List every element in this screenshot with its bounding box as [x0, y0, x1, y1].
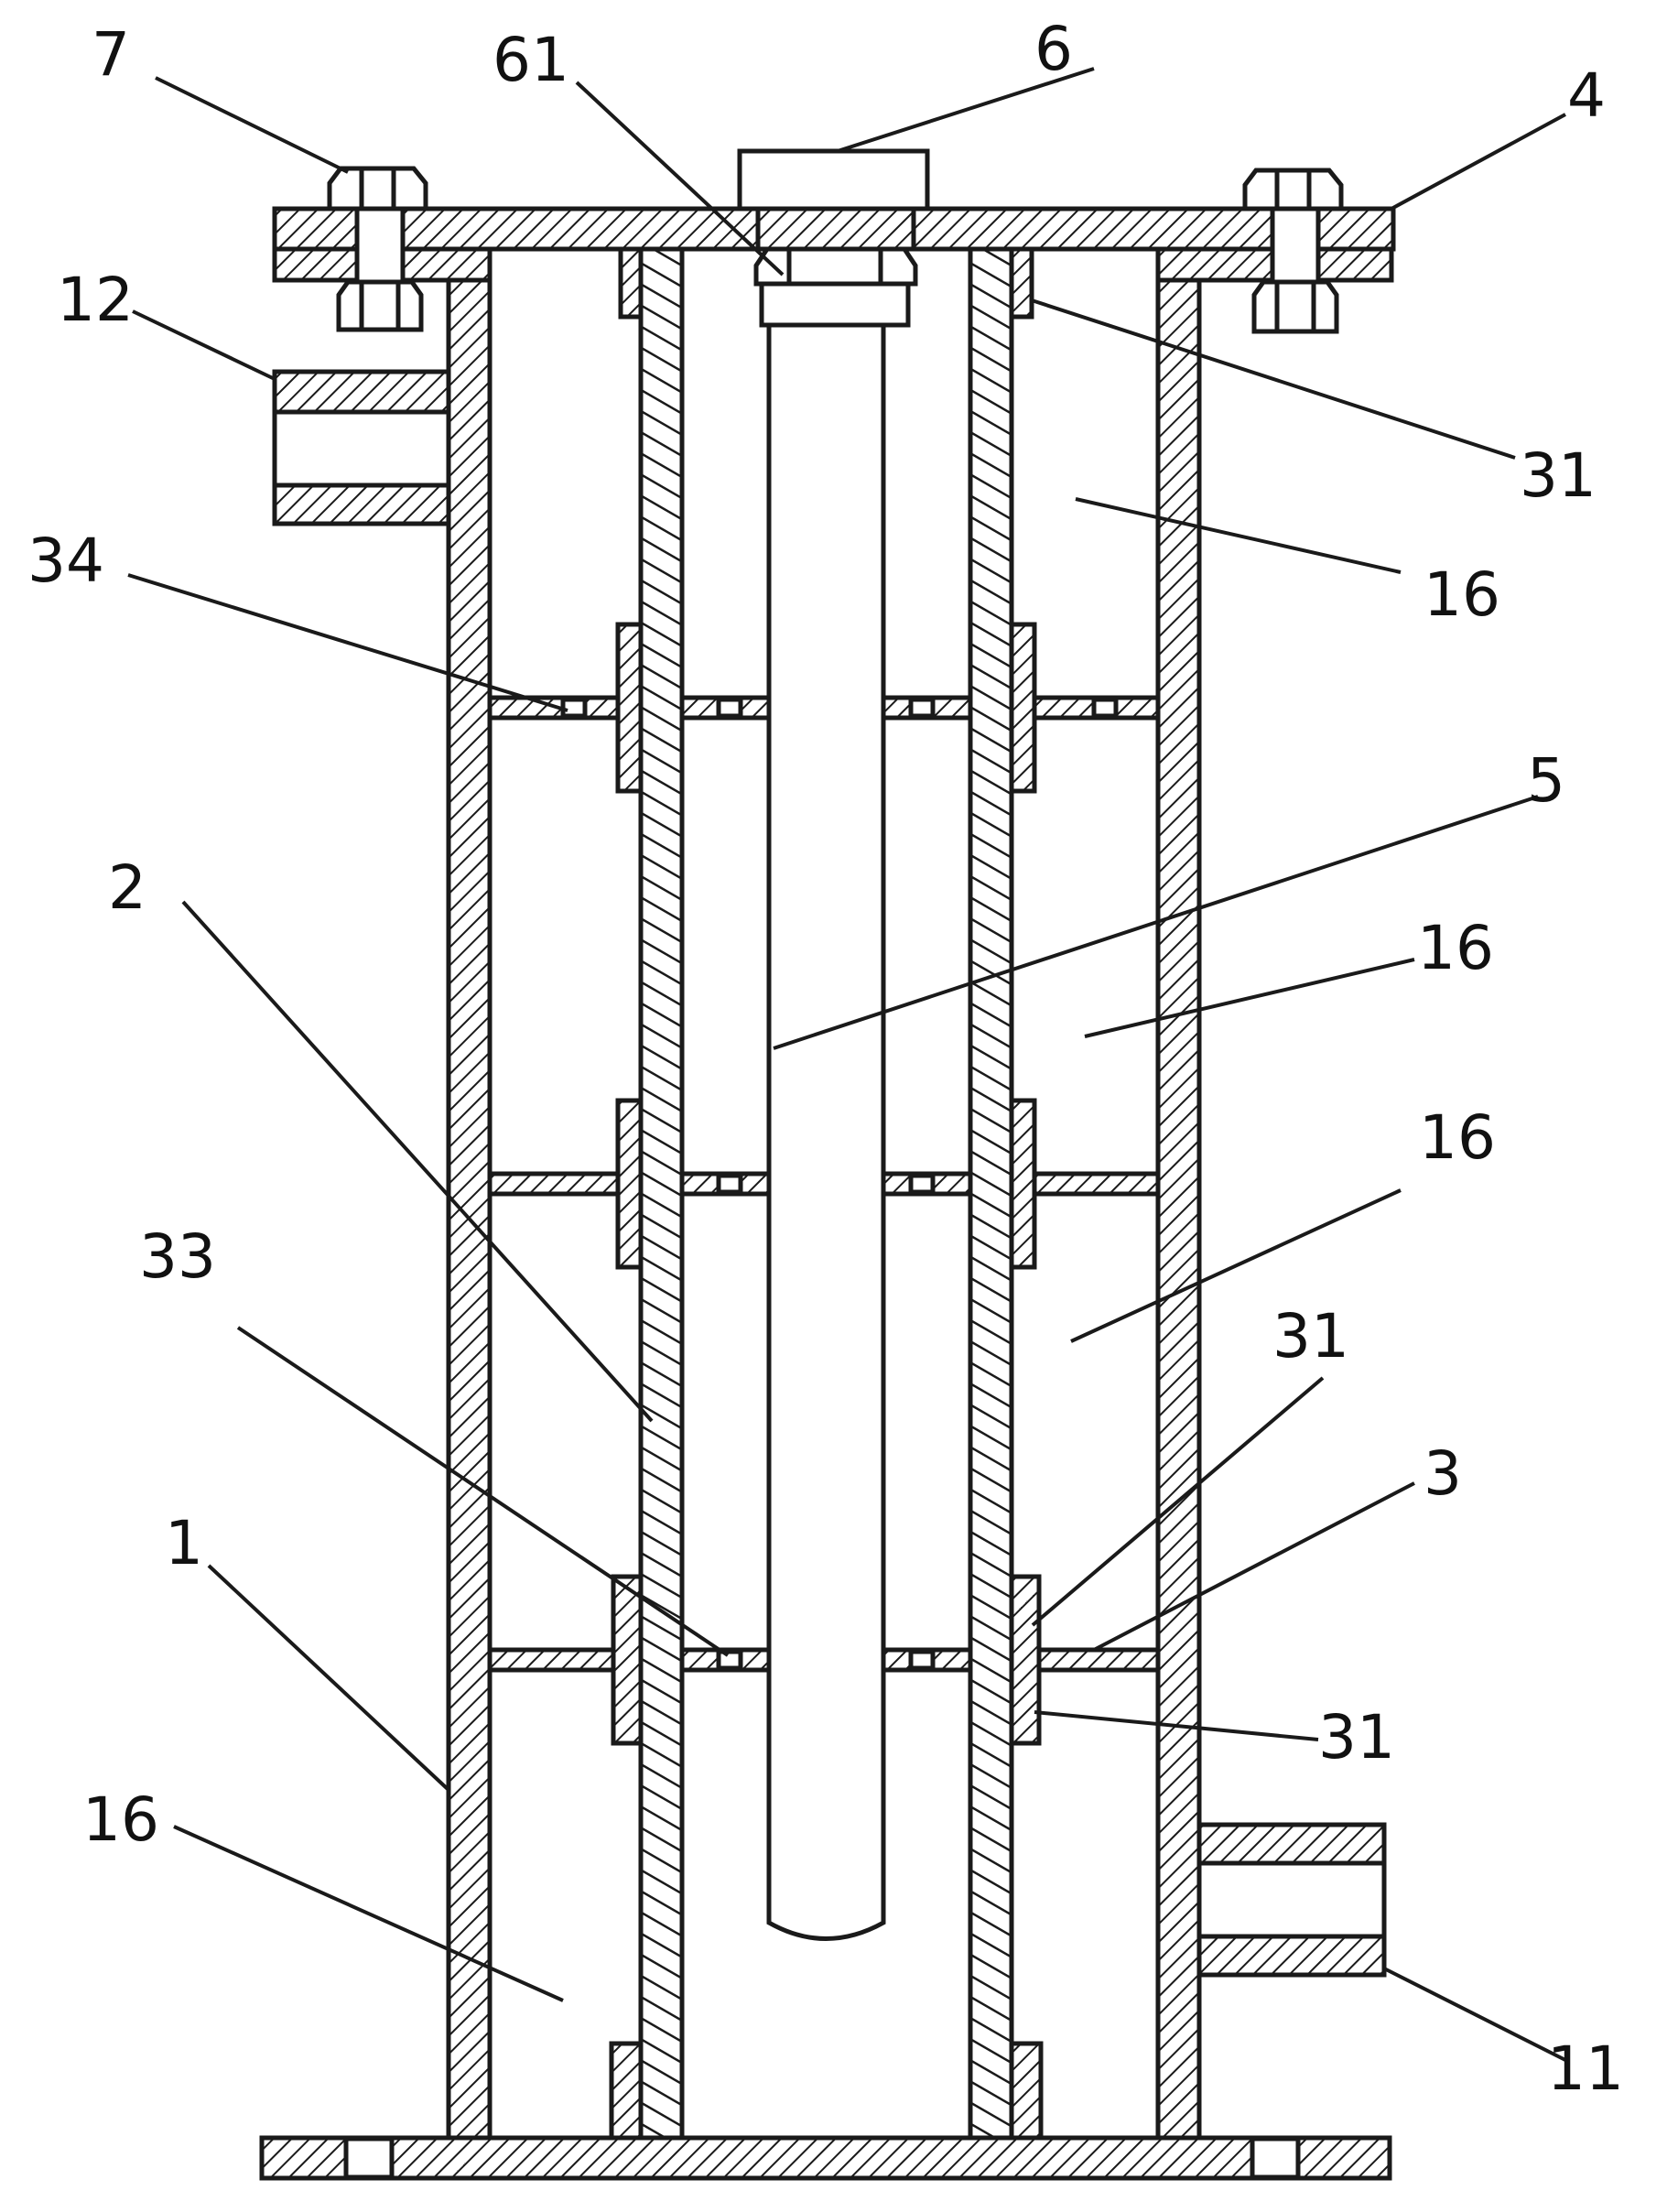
callout-2: 2: [108, 852, 146, 923]
top-fitting: [737, 148, 930, 328]
right-bolt: [1242, 168, 1344, 334]
part-geometry: [259, 148, 1396, 2181]
callout-31-bottom: 31: [1318, 1702, 1395, 1773]
outlet-pipe: [1196, 1822, 1387, 1978]
callout-16-upper: 16: [1423, 559, 1500, 630]
callout-33: 33: [139, 1221, 216, 1292]
callout-31-mid: 31: [1272, 1301, 1349, 1372]
callout-4: 4: [1567, 60, 1606, 131]
callout-16-bottom: 16: [82, 1784, 159, 1855]
baffle-plate-2: [487, 1098, 1161, 1270]
base-plate: [259, 2135, 1392, 2181]
top-collar-left: [618, 246, 644, 320]
callout-5: 5: [1527, 745, 1565, 816]
callout-16-lower: 16: [1419, 1102, 1496, 1173]
inner-tube: [638, 246, 1014, 2141]
callout-31-top: 31: [1520, 440, 1597, 511]
callout-11: 11: [1547, 2033, 1624, 2104]
callout-1: 1: [165, 1508, 203, 1578]
leader-lines: [127, 67, 1566, 2062]
left-bolt: [327, 166, 428, 332]
callout-3: 3: [1423, 1438, 1462, 1509]
central-rod: [766, 322, 886, 1941]
baffle-plate-1: [487, 622, 1161, 794]
callout-61: 61: [493, 25, 569, 95]
callout-12: 12: [57, 265, 134, 335]
top-collar-right: [1009, 246, 1034, 320]
bottom-collar-right: [1009, 2041, 1044, 2141]
callout-labels: 7 61 6 4 12 31 16 34 5 2 16 16 33 31 3 1…: [27, 14, 1624, 2104]
callout-16-middle: 16: [1417, 913, 1494, 983]
callout-6: 6: [1034, 14, 1073, 84]
baffle-plate-3: [487, 1574, 1161, 1746]
callout-34: 34: [27, 526, 104, 596]
inlet-pipe: [272, 369, 451, 526]
bottom-collar-left: [609, 2041, 644, 2141]
callout-7: 7: [92, 19, 130, 90]
